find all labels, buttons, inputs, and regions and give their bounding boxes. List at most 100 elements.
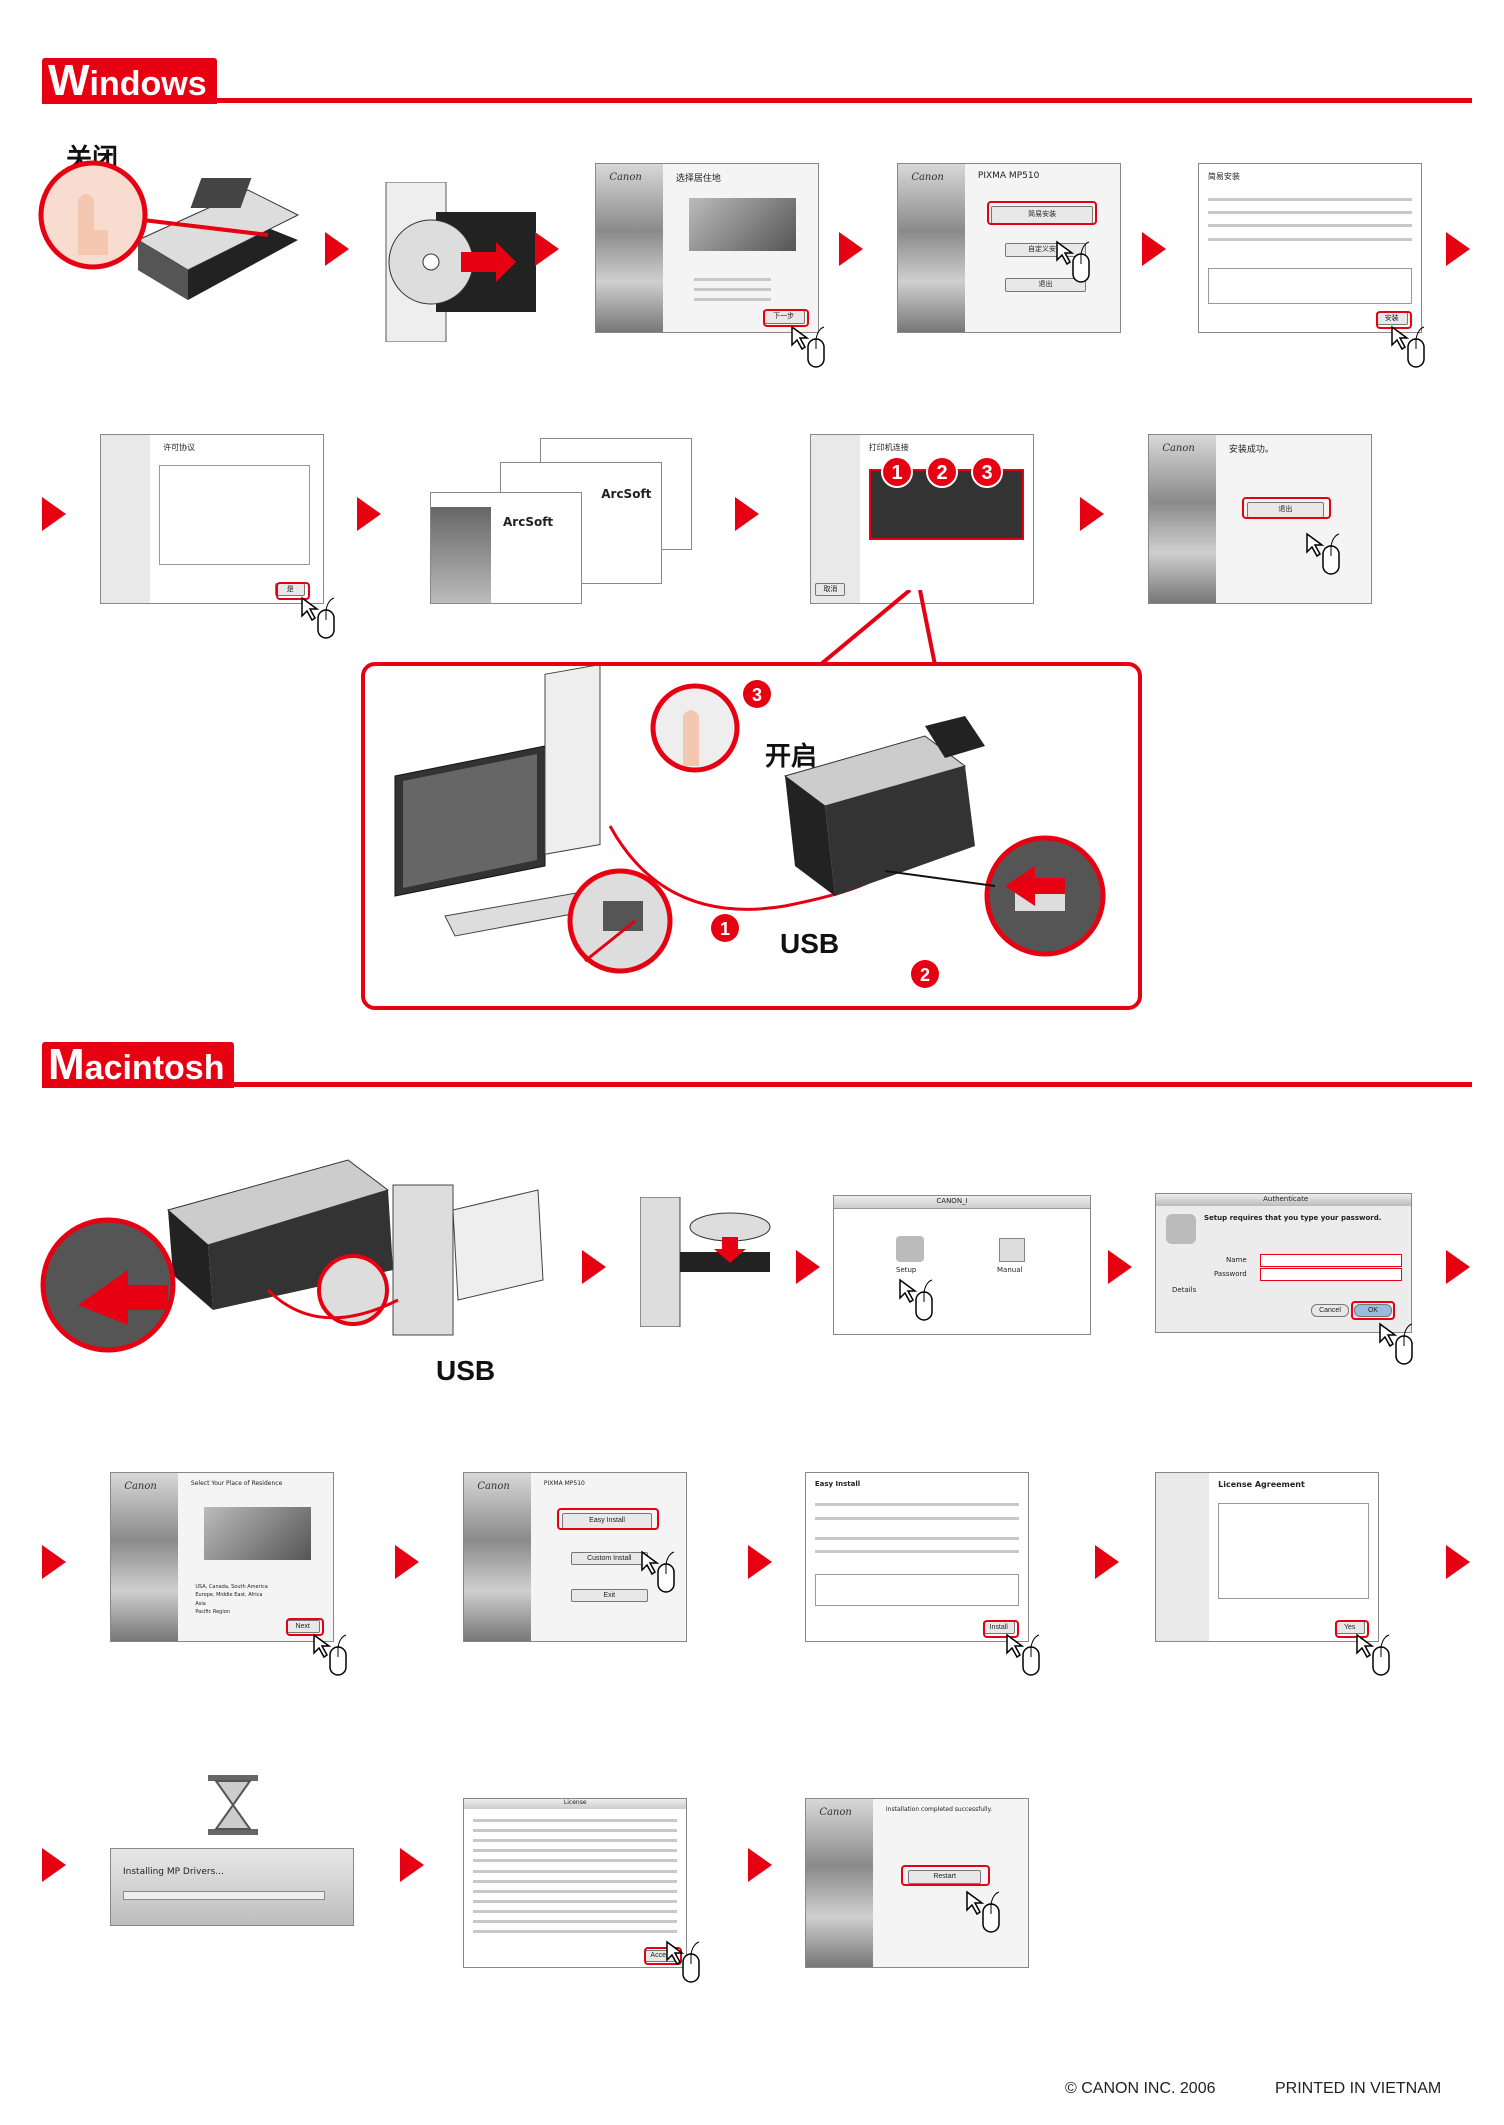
ok-button[interactable]: OK xyxy=(1354,1304,1392,1317)
canon-logo: Canon xyxy=(911,172,944,184)
name-label: Name xyxy=(1226,1256,1247,1264)
region-option[interactable]: USA, Canada, South America xyxy=(195,1583,268,1590)
badge-3: 3 xyxy=(752,685,762,705)
highlight-box xyxy=(983,1619,1020,1638)
mouse-click-icon xyxy=(1305,532,1343,578)
step-arrow xyxy=(748,1545,772,1579)
text-line xyxy=(472,1909,678,1913)
mac-usb-label: USB xyxy=(436,1355,496,1386)
step-sidebar xyxy=(811,435,860,603)
details-toggle[interactable]: Details xyxy=(1172,1286,1197,1294)
windows-title-rule xyxy=(202,98,1472,103)
mac-license2-screen: License Accept xyxy=(463,1798,687,1968)
list-line xyxy=(814,1536,1020,1540)
screen-title: 许可协议 xyxy=(163,442,196,452)
custom-install-button[interactable]: Custom Install xyxy=(570,1551,649,1565)
screen-title: Easy Install xyxy=(814,1479,861,1488)
mac-title-rest: acintosh xyxy=(84,1049,225,1087)
cancel-button[interactable]: 取消 xyxy=(815,583,846,597)
password-label: Password xyxy=(1214,1270,1247,1278)
mac-title-cap: M xyxy=(48,1040,85,1089)
usb-label: USB xyxy=(780,928,840,959)
step-arrow xyxy=(325,232,349,266)
list-line xyxy=(814,1503,1020,1507)
win-easy-screen: 简易安装 安装 xyxy=(1198,163,1422,333)
step-arrow xyxy=(42,1545,66,1579)
win-license-screen: 许可协议 是 xyxy=(100,434,324,604)
badge-3: 3 xyxy=(981,462,992,484)
step-arrow xyxy=(1108,1250,1132,1284)
screen-title: Installation completed successfully. xyxy=(885,1805,993,1813)
exit-button[interactable]: Exit xyxy=(570,1588,649,1602)
restart-button[interactable]: Restart xyxy=(908,1869,982,1884)
canon-logo: Canon xyxy=(477,1481,510,1493)
windows-title-cap: W xyxy=(48,56,90,105)
windows-title-tab: Windows xyxy=(42,58,217,104)
step-arrow xyxy=(796,1250,820,1284)
installing-text: Installing MP Drivers... xyxy=(123,1867,224,1877)
license-titlebar xyxy=(464,1799,686,1809)
screen-title: 简易安装 xyxy=(1207,171,1240,181)
name-field[interactable] xyxy=(1260,1254,1402,1267)
step-arrow xyxy=(395,1545,419,1579)
manual-folder-icon[interactable] xyxy=(999,1238,1025,1262)
mouse-click-icon xyxy=(1355,1633,1393,1679)
install-button[interactable]: 安装 xyxy=(1375,312,1408,326)
step-arrow xyxy=(1080,497,1104,531)
highlight-box xyxy=(901,1864,990,1886)
mac-easy-screen: Easy Install Install xyxy=(805,1472,1029,1642)
text-line xyxy=(472,1919,678,1923)
lock-icon xyxy=(1166,1214,1196,1244)
install-button[interactable]: Install xyxy=(982,1621,1015,1635)
step-arrow xyxy=(1446,1250,1470,1284)
setup-icon[interactable] xyxy=(896,1236,924,1262)
screen-title: 打印机连接 xyxy=(868,442,909,452)
usb-connection-panel: 3 1 2 开启 USB xyxy=(361,662,1142,1010)
highlight-box xyxy=(1242,497,1331,520)
region-option[interactable]: Asia xyxy=(195,1600,206,1607)
mac-region-screen: Canon Select Your Place of Residence USA… xyxy=(110,1472,334,1642)
usb-connection-illustration: 3 1 2 xyxy=(394,666,1106,988)
text-line xyxy=(472,1889,678,1893)
printed-in-text: PRINTED IN VIETNAM xyxy=(1275,2080,1442,2097)
password-field[interactable] xyxy=(1260,1268,1402,1281)
mac-usb-illustration xyxy=(40,1159,544,1353)
highlight-box xyxy=(1335,1619,1370,1638)
mac-finder-window: CANON_I Setup Manual xyxy=(833,1195,1091,1335)
description-panel xyxy=(1207,268,1413,304)
progress-bar xyxy=(123,1891,325,1900)
next-button[interactable]: Next xyxy=(285,1619,320,1633)
list-line xyxy=(1207,237,1413,241)
text-line xyxy=(472,1839,678,1843)
option-line xyxy=(693,298,772,302)
manual-label: Manual xyxy=(997,1266,1023,1274)
mouse-click-icon xyxy=(1390,325,1428,371)
cd-insert-illustration xyxy=(385,182,536,342)
screen-title: Select Your Place of Residence xyxy=(190,1479,283,1487)
yes-button[interactable]: 是 xyxy=(275,583,306,597)
text-line xyxy=(472,1859,678,1863)
list-line xyxy=(814,1516,1020,1520)
license-text-panel xyxy=(158,465,310,565)
step-arrow xyxy=(42,1848,66,1882)
highlight-box xyxy=(275,581,310,600)
region-option[interactable]: Pacific Region xyxy=(195,1609,230,1616)
mac-title-tab: Macintosh xyxy=(42,1040,235,1089)
exit-button[interactable]: 退出 xyxy=(1004,278,1087,293)
license-title: License xyxy=(563,1799,587,1806)
cancel-button[interactable]: Cancel xyxy=(1311,1304,1349,1317)
list-line xyxy=(814,1550,1020,1554)
arcsoft-window-front: ArcSoft xyxy=(430,492,582,604)
option-line xyxy=(693,288,772,292)
mac-installing-panel: Installing MP Drivers... xyxy=(110,1848,354,1926)
sidebar-photo xyxy=(596,164,663,332)
step-arrow xyxy=(735,497,759,531)
list-line xyxy=(1207,211,1413,215)
canon-logo: Canon xyxy=(819,1807,852,1819)
region-option[interactable]: Europe, Middle East, Africa xyxy=(195,1592,263,1599)
highlight-box xyxy=(643,1947,682,1966)
mac-title-rule xyxy=(220,1082,1472,1087)
screen-title: License Agreement xyxy=(1218,1479,1305,1489)
mac-license-screen: License Agreement Yes xyxy=(1155,1472,1379,1642)
win-region-screen: Canon 选择居住地 下一步 xyxy=(595,163,819,333)
